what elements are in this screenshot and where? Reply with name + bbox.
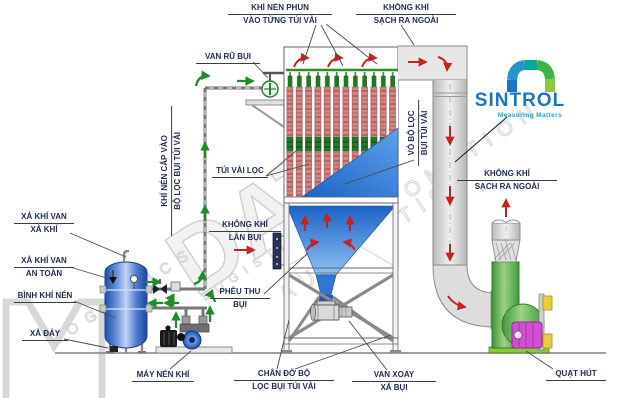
callout-vent-valve: XẢ KHÍ VAN XẢ KHÍ: [14, 212, 74, 236]
outlet-flange-pad: [542, 333, 553, 349]
callout-line: VÀO TỪNG TÚI VẢI: [243, 16, 317, 26]
callout-filter-bag: TÚI VẢI LỌC: [212, 166, 268, 179]
callout-line: LỌC BỤI TÚI VẢI: [252, 382, 316, 392]
exhaust-stack: [491, 222, 521, 241]
callout-line: LẪN BỤI: [228, 233, 262, 243]
callout-line: MÁY NÉN KHÍ: [132, 370, 194, 383]
right-leg: [392, 202, 399, 353]
sintrol-tagline: Measuring Matters: [497, 112, 563, 119]
red-flow-arrows: [234, 52, 511, 311]
sintrol-probe-line: [454, 116, 508, 163]
callout-compressor: MÁY NÉN KHÍ: [132, 370, 194, 383]
baghouse: [283, 46, 399, 204]
cross-brace: [288, 273, 394, 340]
sintrol-logo-text: SINTROL: [474, 90, 566, 111]
callout-line: KHÍ NÉN CẤP VÀO: [160, 105, 173, 236]
callout-line: XẢ KHÍ: [30, 225, 58, 235]
bag-cage-band: [286, 137, 398, 151]
callout-air-supply: KHÍ NÉN CẤP VÀO BỘ LỌC BỤI TÚI VẢI: [160, 105, 184, 236]
callout-line: XẢ BỤI: [380, 383, 408, 393]
clean-air-duct: [398, 45, 498, 330]
callout-housing: VỎ BỘ LỌC BỤI TÚI VẢI: [407, 99, 431, 166]
suction-fan: [488, 219, 553, 354]
shake-valve: [245, 71, 289, 128]
callout-legs: CHÂN ĐỠ BỘ LỌC BỤI TÚI VẢI: [234, 369, 334, 393]
callout-line: AN TOÀN: [25, 269, 63, 279]
dusty-air-inlet: [272, 232, 284, 270]
callout-clean-air-out: KHÔNG KHÍ SẠCH RA NGOÀI: [457, 169, 557, 193]
bag-venturis: [286, 72, 398, 87]
callout-dusty-air: KHÔNG KHÍ LẪN BỤI: [209, 220, 281, 244]
callout-line: XẢ KHÍ VAN: [14, 212, 74, 225]
leader-lines: [63, 23, 554, 371]
outlet-flange-pad: [542, 295, 553, 311]
air-tank: [99, 249, 153, 354]
callout-clean-air-top: KHÔNG KHÍ SẠCH RA NGOÀI: [356, 3, 456, 27]
callout-line: KHÔNG KHÍ: [209, 220, 281, 233]
safety-valve-fitting: [109, 277, 117, 284]
callout-pulse-air: KHÍ NÉN PHUN VÀO TỪNG TÚI VẢI: [228, 3, 332, 27]
callout-line: BÌNH KHÍ NÉN: [14, 291, 76, 304]
rotary-valve: [310, 300, 353, 321]
callout-line: TÚI VẢI LỌC: [212, 166, 268, 179]
hopper-section: [281, 202, 401, 353]
sintrol-logo-icon: [507, 60, 555, 92]
callout-air-tank: BÌNH KHÍ NÉN: [14, 291, 76, 304]
callout-line: SẠCH RA NGOÀI: [373, 16, 439, 26]
callout-line: KHÍ NÉN PHUN: [228, 3, 332, 16]
duct-elbow: [432, 264, 496, 328]
callout-line: QUẠT HÚT: [546, 369, 606, 382]
callout-hopper: PHỄU THU BỤI: [210, 287, 270, 311]
green-flow-arrows: [146, 70, 255, 328]
air-compressor: [155, 315, 233, 354]
callout-line: KHÔNG KHÍ: [457, 169, 557, 182]
vent-pipe: [122, 249, 130, 262]
callout-rotary-valve: VAN XOAY XẢ BỤI: [352, 370, 436, 394]
callout-line: BỘ LỌC BỤI TÚI VẢI: [173, 132, 183, 210]
callout-line: PHỄU THU: [210, 287, 270, 300]
valve-motor: [338, 306, 353, 318]
pressure-gauge: [130, 275, 138, 283]
callout-line: CHÂN ĐỠ BỘ: [234, 369, 334, 382]
callout-line: XẢ KHÍ VAN: [14, 256, 74, 269]
callout-line: VAN RŨ BỤI: [196, 52, 260, 65]
callout-drain: XẢ ĐÁY: [22, 329, 68, 342]
drain-valve: [110, 346, 118, 352]
callout-line: SẠCH RA NGOÀI: [474, 182, 540, 192]
watermark-m-logo: [2, 298, 106, 398]
callout-shake-valve: VAN RŨ BỤI: [196, 52, 260, 65]
callout-line: BỤI TÚI VẢI: [420, 110, 430, 156]
callout-safety-valve: XẢ KHÍ VAN AN TOÀN: [14, 256, 74, 280]
callout-line: VAN XOAY: [352, 370, 436, 383]
callout-line: XẢ ĐÁY: [22, 329, 68, 342]
callout-line: BỤI: [233, 300, 247, 310]
callout-line: VỎ BỘ LỌC: [407, 99, 420, 166]
callout-line: KHÔNG KHÍ: [356, 3, 456, 16]
callout-fan: QUẠT HÚT: [546, 369, 606, 382]
